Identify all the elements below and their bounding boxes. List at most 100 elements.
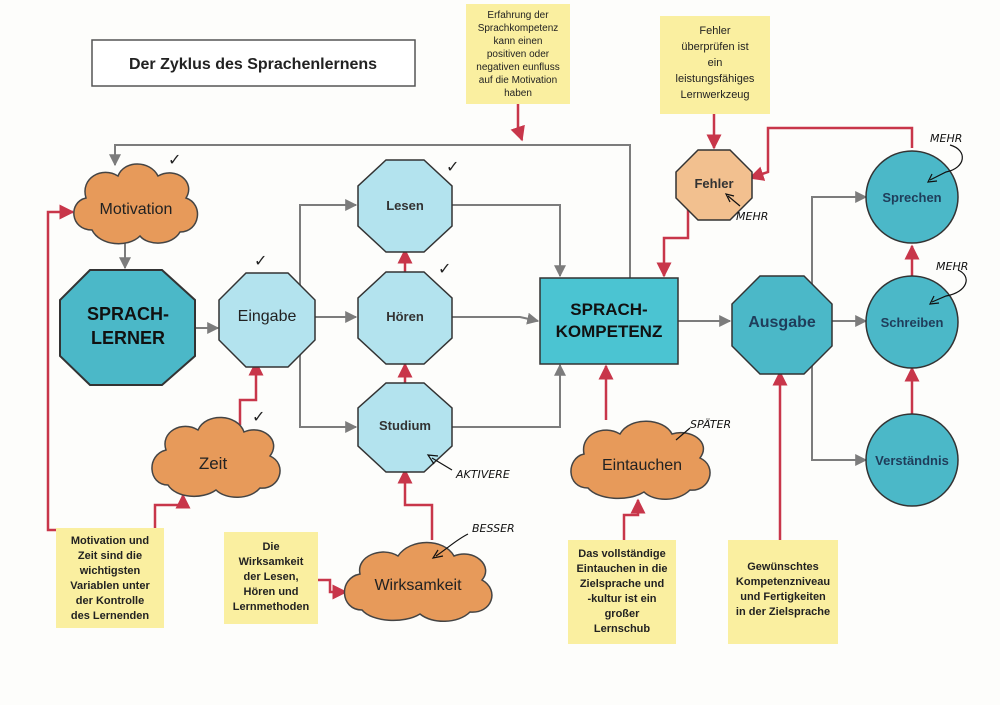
annotation-mehr-fehler: MEHR [736,210,768,223]
eintauchen-label: Eintauchen [602,457,682,474]
verstaendnis-label: Verständnis [875,453,949,468]
svg-text:Die: Die [262,541,279,553]
note-motivation-zeit: Motivation und Zeit sind die wichtigsten… [56,528,164,628]
arrow-ausgabe-to-verstaendnis [811,352,868,466]
svg-text:Zeit sind die: Zeit sind die [78,550,142,562]
svg-text:wichtigsten: wichtigsten [79,565,141,577]
arrow-studium-to-kompetenz [452,363,566,428]
svg-text:ein: ein [708,57,723,69]
svg-text:negativen eunfluss: negativen eunfluss [476,62,559,73]
lesen-label: Lesen [386,198,424,213]
checkmarks: ✓ ✓ ✓ ✓ ✓ [168,152,459,426]
arrow-note-to-zeit [153,493,191,530]
schreiben-label: Schreiben [881,315,944,330]
wirksamkeit-label: Wirksamkeit [374,577,462,594]
arrow-eingabe-to-studium [299,355,358,433]
svg-text:Das vollständige: Das vollständige [578,548,665,560]
kompetenz-line2: KOMPETENZ [556,322,663,341]
arrow-kompetenz-to-motivation [109,144,631,278]
svg-text:leistungsfähiges: leistungsfähiges [676,73,755,85]
svg-text:des Lernenden: des Lernenden [71,610,150,622]
node-sprachlerner: SPRACH- LERNER [59,269,196,386]
eingabe-label: Eingabe [238,308,297,325]
arrow-note-to-motivation [46,204,75,532]
note-kompetenzniveau: Gewünschtes Kompetenzniveau und Fertigke… [728,540,838,644]
svg-text:kann einen: kann einen [494,36,543,47]
node-sprechen: Sprechen [865,150,959,244]
svg-text:Fehler: Fehler [699,25,731,37]
arrow-fehler-to-kompetenz [656,208,690,278]
node-lesen: Lesen [357,159,453,253]
grey-arrows [109,144,868,466]
svg-text:in der Zielsprache: in der Zielsprache [736,606,830,618]
svg-text:Lernschub: Lernschub [594,623,651,635]
ausgabe-label: Ausgabe [748,314,816,331]
diagram-title: Der Zyklus des Sprachenlernens [129,56,377,73]
cloud-eintauchen: Eintauchen [570,420,711,500]
node-sprachkompetenz: SPRACH- KOMPETENZ [539,277,679,365]
svg-text:Kompetenzniveau: Kompetenzniveau [736,576,830,588]
red-arrows [46,104,920,600]
svg-text:der Kontrolle: der Kontrolle [76,595,144,607]
sprechen-label: Sprechen [882,190,941,205]
annotation-besser: BESSER [472,522,515,535]
svg-text:Sprachkompetenz: Sprachkompetenz [478,23,559,34]
check-zeit: ✓ [252,409,265,426]
arrow-lesen-to-kompetenz [452,204,566,278]
check-motivation: ✓ [168,152,181,169]
node-hoeren: Hören [357,271,453,365]
svg-text:Gewünschtes: Gewünschtes [747,561,819,573]
svg-text:auf die Motivation: auf die Motivation [479,75,557,86]
svg-text:Variablen unter: Variablen unter [70,580,150,592]
svg-text:positiven oder: positiven oder [487,49,550,60]
cloud-wirksamkeit: Wirksamkeit [343,541,493,622]
cloud-motivation: Motivation [73,163,199,245]
check-hoeren: ✓ [438,261,451,278]
annotation-aktivere: AKTIVERE [455,468,510,481]
arrow-wirksamkeit-to-studium [397,468,434,540]
arrow-ausgabe-to-sprechen [811,191,868,290]
note-wirksamkeit: Die Wirksamkeit der Lesen, Hören und Ler… [224,532,318,624]
arrow-sprechen-to-fehler [748,126,914,181]
arrow-erfahrung-note-down [510,104,525,142]
node-fehler: Fehler [675,149,753,221]
hoeren-label: Hören [386,309,424,324]
fehler-label: Fehler [694,176,733,191]
svg-text:Eintauchen in die: Eintauchen in die [576,563,667,575]
sprachlerner-line1: SPRACH- [87,304,169,324]
node-schreiben: Schreiben [865,275,959,369]
cloud-zeit: Zeit [151,416,281,498]
svg-text:Erfahrung der: Erfahrung der [487,10,549,21]
node-studium: Studium [357,382,453,473]
svg-text:großer: großer [605,608,641,620]
svg-text:Zielsprache und: Zielsprache und [580,578,664,590]
note-eintauchen: Das vollständige Eintauchen in die Ziels… [568,540,676,644]
title-box: Der Zyklus des Sprachenlernens [91,39,416,87]
annotation-mehr-schreiben: MEHR [936,260,968,273]
arrow-zeit-to-eingabe [238,360,264,425]
node-ausgabe: Ausgabe [731,275,833,375]
arrow-wirkung-note-to-wirksamkeit [317,578,348,600]
check-eingabe: ✓ [254,253,267,270]
svg-text:Wirksamkeit: Wirksamkeit [239,556,304,568]
svg-text:-kultur ist ein: -kultur ist ein [587,593,656,605]
note-fehler: Fehler überprüfen ist ein leistungsfähig… [660,16,770,114]
arrow-hoeren-to-kompetenz [452,312,540,325]
zeit-label: Zeit [199,454,228,473]
svg-text:Lernwerkzeug: Lernwerkzeug [680,89,749,101]
svg-text:haben: haben [504,88,532,99]
sprachlerner-line2: LERNER [91,328,165,348]
arrow-eingabe-to-lesen [299,199,358,285]
note-erfahrung: Erfahrung der Sprachkompetenz kann einen… [466,4,570,104]
svg-text:Lernmethoden: Lernmethoden [233,601,310,613]
svg-text:Motivation und: Motivation und [71,535,149,547]
arrow-eintauchen-note-up [622,498,646,540]
svg-text:überprüfen ist: überprüfen ist [681,41,748,53]
annotation-mehr-sprechen: MEHR [930,132,962,145]
annotation-spaeter: SPÄTER [690,418,731,431]
motivation-label: Motivation [100,201,173,218]
kompetenz-line1: SPRACH- [570,300,647,319]
svg-text:und Fertigkeiten: und Fertigkeiten [740,591,826,603]
